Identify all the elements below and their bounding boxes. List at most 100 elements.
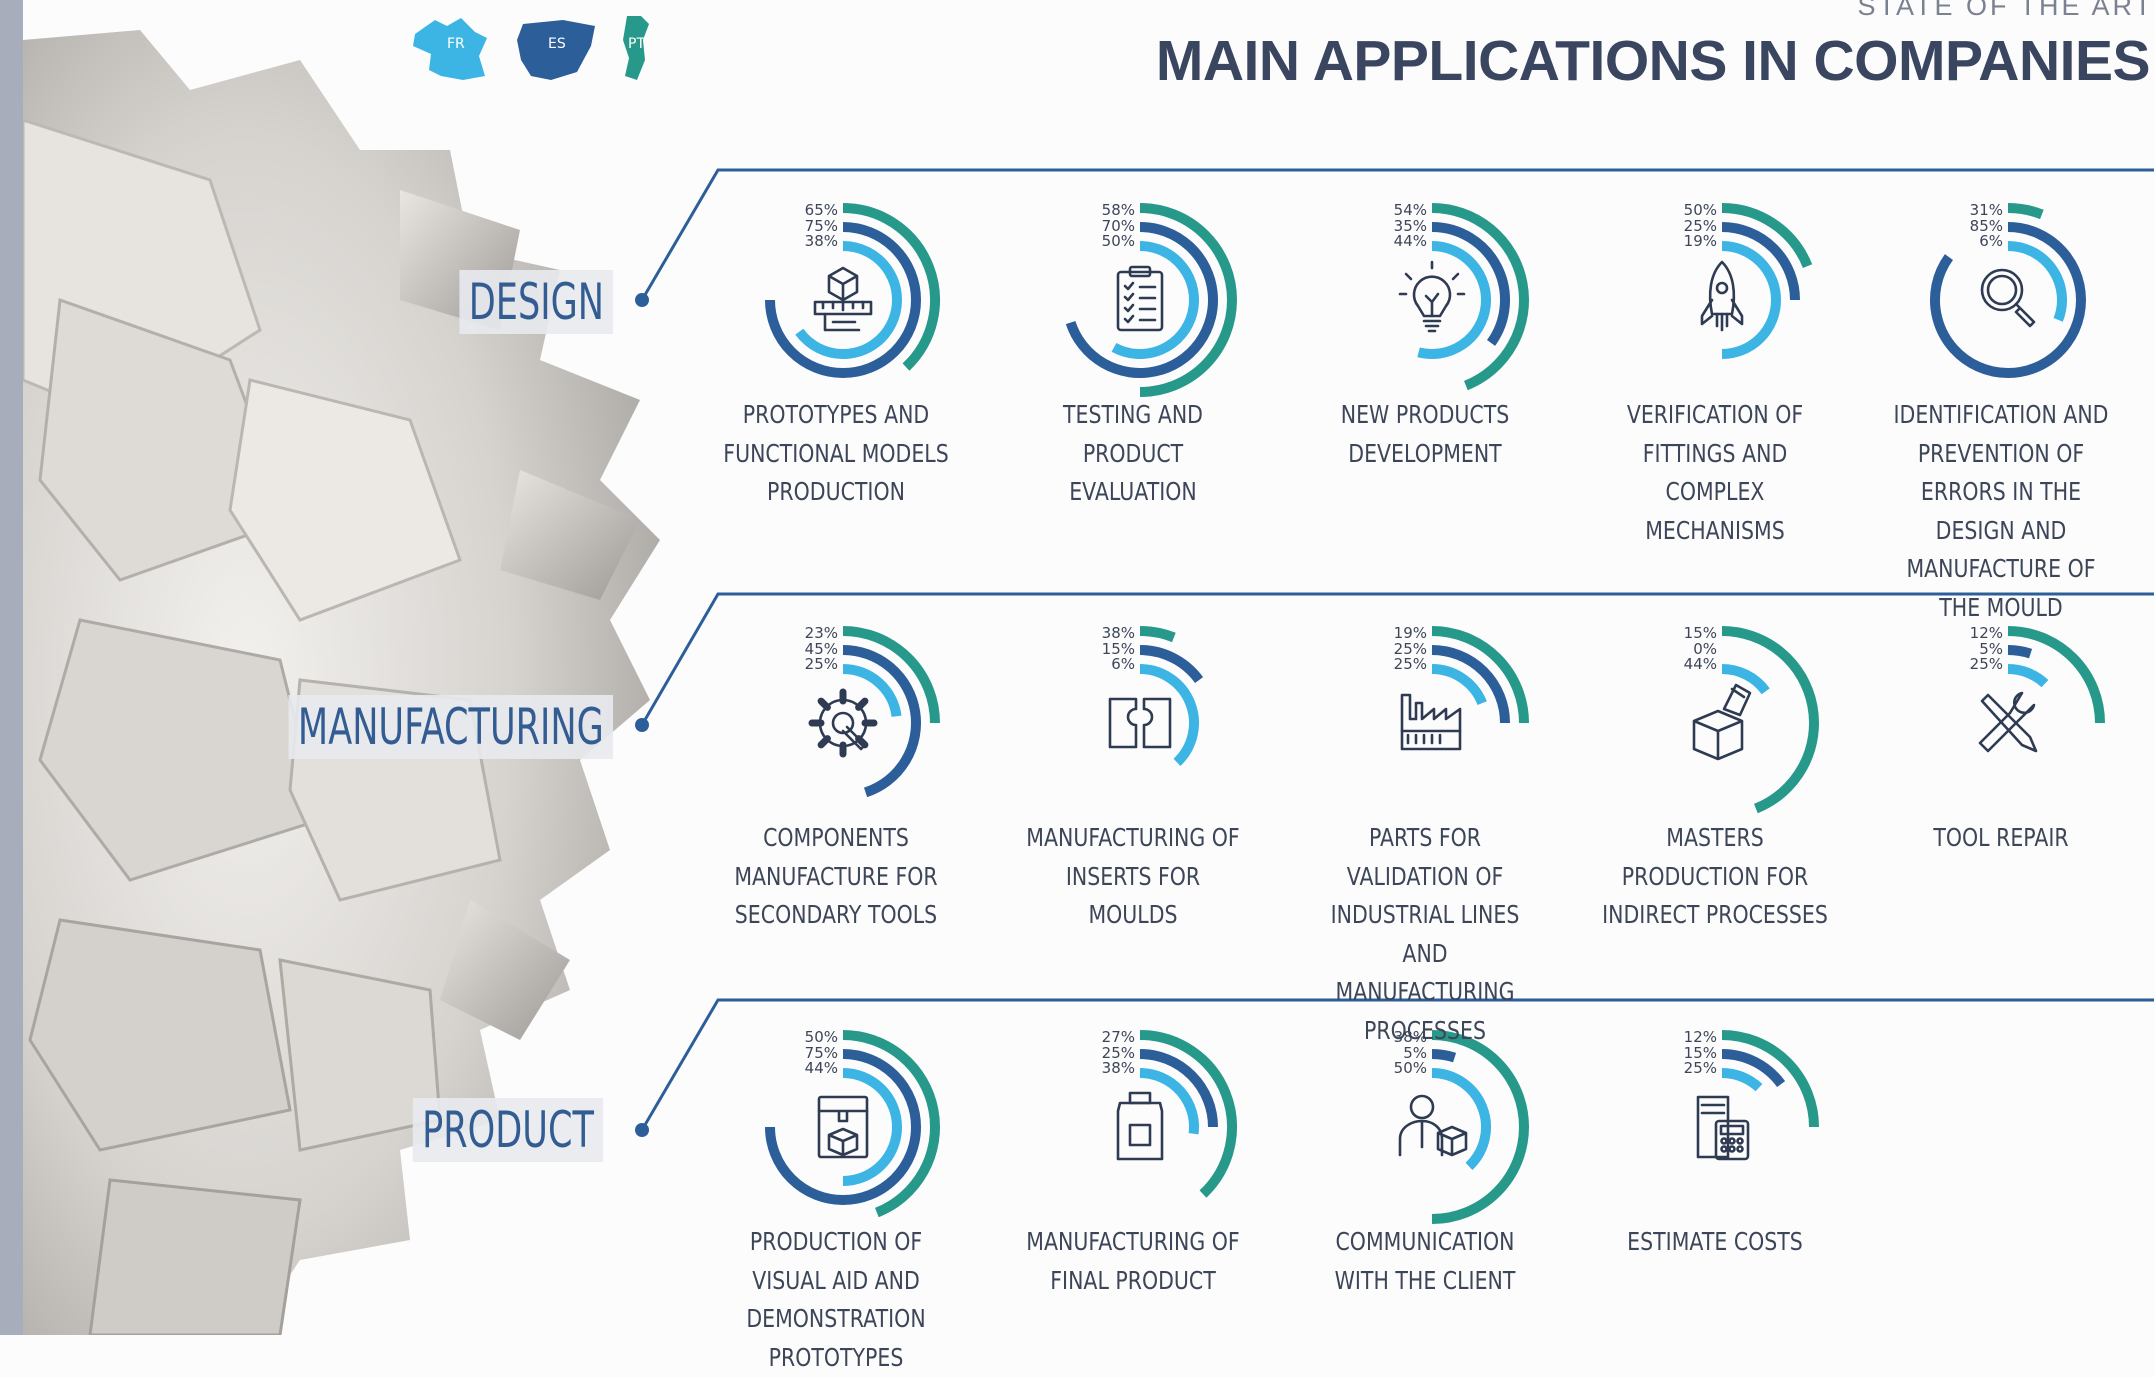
manufacturing-item-3-radial — [1400, 626, 1529, 751]
radial-bar-fr — [2007, 664, 2049, 688]
radial-bar-fr — [1721, 241, 1781, 359]
radial-bar-es — [1930, 222, 2086, 378]
bottle-icon — [1116, 1091, 1164, 1161]
radial-bar-fr — [842, 664, 902, 718]
design-item-5-radial — [1930, 203, 2086, 378]
clipboard-icon — [1116, 265, 1164, 332]
value-label-fr: 27% — [1101, 1028, 1135, 1046]
product-item-2-radial — [1116, 1030, 1237, 1198]
radial-bar-pt — [1431, 1030, 1529, 1224]
manufacturing-connector-line — [640, 592, 2154, 726]
shard-sphere — [21, 30, 660, 1335]
radial-bar-es — [1431, 1049, 1457, 1063]
manufacturing-item-2-radial — [1108, 626, 1204, 767]
value-label-pt: 38% — [804, 232, 838, 250]
section-design-label: DESIGN — [459, 270, 613, 334]
radial-bar-chart — [765, 203, 2105, 1224]
magnifier-icon — [1980, 268, 2036, 328]
value-label-pt: 44% — [1683, 655, 1717, 673]
radial-bar-pt — [1139, 626, 1176, 643]
value-label-pt: 6% — [1979, 232, 2003, 250]
item-label: VERIFICATION OF FITTINGS AND COMPLEX MEC… — [1626, 400, 1804, 545]
manufacturing-item-1-radial — [808, 626, 940, 798]
radial-bar-pt — [2007, 203, 2044, 220]
radial-bar-pt — [2007, 626, 2105, 724]
box-icon — [1692, 683, 1752, 761]
page-subtitle: STATE OF THE ART — [1857, 0, 2154, 21]
design-connector-line — [640, 168, 2154, 301]
item-label: PRODUCTION OF VISUAL AID AND DEMONSTRATI… — [746, 1227, 926, 1372]
radial-bar-es — [1065, 222, 1218, 378]
radial-bar-fr — [1417, 241, 1492, 359]
radial-bar-pt — [842, 1030, 940, 1218]
section-manufacturing-label: MANUFACTURING — [288, 695, 613, 759]
item-label: PROTOTYPES AND FUNCTIONAL MODELS PRODUCT… — [723, 400, 949, 506]
radial-bar-fr — [1111, 241, 1199, 359]
left-edge-bar — [0, 0, 23, 1335]
item-label: COMMUNICATION WITH THE CLIENT — [1334, 1227, 1516, 1295]
design-connector-dot — [635, 293, 649, 307]
value-label-es: 5% — [1403, 1043, 1427, 1062]
prototype-icon — [813, 266, 873, 332]
item-label: TOOL REPAIR — [1933, 823, 2069, 852]
value-label-pt: 25% — [1683, 1059, 1717, 1077]
radial-bar-fr — [1431, 664, 1487, 706]
radial-bar-es — [842, 645, 922, 798]
radial-bar-es — [1431, 222, 1510, 346]
value-label-fr: 23% — [804, 624, 838, 642]
radial-bar-fr — [1721, 664, 1770, 695]
country-legend — [413, 16, 649, 80]
spain-map-icon — [517, 20, 595, 80]
value-label-es: 75% — [804, 1043, 838, 1062]
item-label: MANUFACTURING OF FINAL PRODUCT — [1026, 1227, 1240, 1295]
client-icon — [1398, 1094, 1468, 1157]
value-label-fr: 12% — [1683, 1028, 1717, 1046]
value-label-es: 35% — [1393, 216, 1427, 235]
radial-bar-es — [1721, 1049, 1786, 1088]
value-label-fr: 19% — [1393, 624, 1427, 642]
value-label-es: 0% — [1693, 639, 1717, 658]
radial-bar-es — [1139, 1049, 1218, 1128]
item-label: NEW PRODUCTS DEVELOPMENT — [1340, 400, 1510, 468]
radial-bar-es — [2007, 645, 2033, 659]
radial-bar-pt — [842, 203, 940, 371]
design-item-2-radial — [1065, 203, 1237, 397]
portugal-map-icon — [623, 16, 649, 80]
value-label-pt: 44% — [804, 1059, 838, 1077]
manufacturing-item-4-radial — [1692, 626, 1819, 814]
value-label-pt: 25% — [1393, 655, 1427, 673]
value-label-pt: 25% — [1969, 655, 2003, 673]
radial-bar-fr — [1431, 1068, 1491, 1171]
value-label-es: 25% — [1101, 1043, 1135, 1062]
value-label-fr: 15% — [1683, 624, 1717, 642]
radial-bar-es — [1721, 222, 1800, 301]
radial-bar-pt — [842, 626, 940, 724]
radial-bar-pt — [1431, 626, 1529, 724]
radial-bar-es — [765, 1049, 921, 1205]
value-label-fr: 38% — [1393, 1028, 1427, 1046]
item-label: MANUFACTURING OF INSERTS FOR MOULDS — [1026, 823, 1240, 929]
rocket-icon — [1700, 260, 1744, 332]
radial-bar-fr — [1139, 1068, 1199, 1135]
design-item-3-radial — [1398, 203, 1529, 391]
item-label: TESTING AND PRODUCT EVALUATION — [1063, 400, 1203, 506]
value-label-pt: 6% — [1111, 655, 1135, 673]
radial-bar-pt — [1721, 203, 1813, 269]
item-label: ESTIMATE COSTS — [1627, 1227, 1803, 1256]
radial-bar-es — [1139, 645, 1204, 684]
factory-icon — [1400, 693, 1462, 751]
radial-bar-fr — [842, 1068, 902, 1186]
value-label-es: 75% — [804, 216, 838, 235]
section-connectors — [635, 168, 2154, 1137]
value-label-fr: 50% — [1683, 201, 1717, 219]
product-item-3-radial — [1398, 1030, 1529, 1224]
radial-bar-pt — [1431, 203, 1529, 391]
radial-bar-fr — [1721, 1068, 1763, 1092]
value-label-fr: 31% — [1969, 201, 2003, 219]
lightbulb-icon — [1398, 260, 1466, 333]
radial-bar-pt — [1139, 203, 1237, 397]
value-label-pt: 19% — [1683, 232, 1717, 250]
item-label: MASTERS PRODUCTION FOR INDIRECT PROCESSE… — [1602, 823, 1828, 929]
value-label-fr: 12% — [1969, 624, 2003, 642]
design-item-4-radial — [1700, 203, 1813, 359]
